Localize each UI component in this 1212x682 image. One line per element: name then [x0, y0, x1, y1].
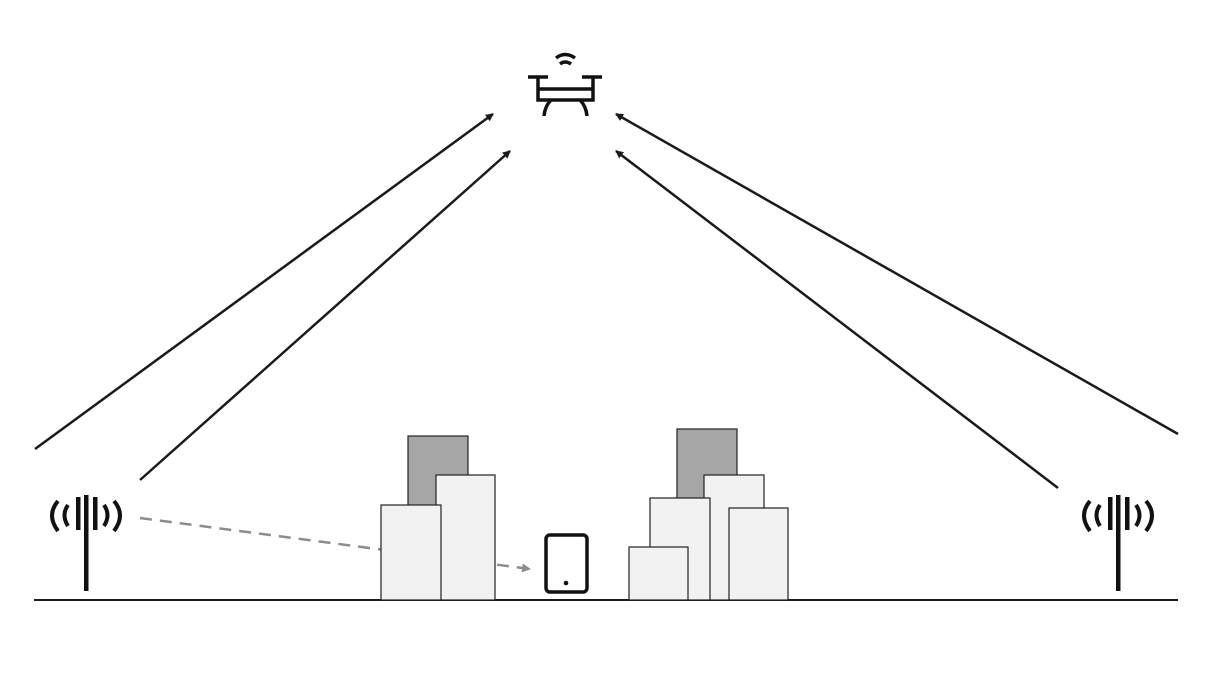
- building-cluster-left: [380, 435, 496, 601]
- building-cluster-right: [628, 428, 789, 601]
- building-icon: [380, 504, 442, 601]
- building-icon: [728, 507, 789, 601]
- drone-icon: [528, 52, 602, 117]
- building-icon: [628, 546, 689, 601]
- link-arrow: [139, 150, 511, 481]
- link-arrow: [34, 112, 494, 451]
- link-arrow: [615, 150, 1059, 489]
- cell-tower-icon: [1082, 495, 1154, 591]
- building-icon: [435, 474, 496, 601]
- cell-tower-icon: [50, 495, 122, 591]
- smartphone-icon: [544, 533, 589, 594]
- link-arrow: [615, 112, 1179, 436]
